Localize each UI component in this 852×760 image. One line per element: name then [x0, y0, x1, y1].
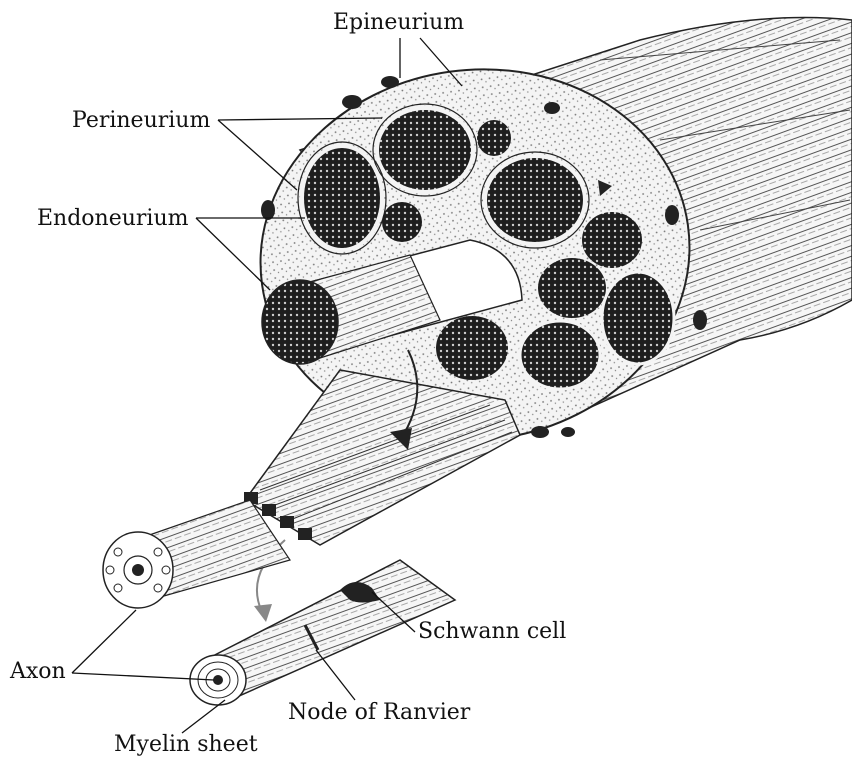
- schwann-cell-label: Schwann cell: [418, 621, 566, 643]
- axon-cross-section: [103, 500, 290, 608]
- axon-leader-1: [72, 610, 136, 673]
- myelin-leader: [182, 700, 225, 733]
- endoneurium-leader-2: [196, 218, 270, 290]
- node-of-ranvier-label: Node of Ranvier: [288, 702, 470, 724]
- axon-label: Axon: [10, 661, 66, 683]
- endoneurium-label: Endoneurium: [37, 208, 189, 230]
- epineurium-label: Epineurium: [333, 12, 464, 34]
- perineurium-label: Perineurium: [72, 110, 210, 132]
- node-leader: [316, 650, 355, 700]
- nerve-fiber-bundle: [244, 370, 520, 545]
- myelin-sheet-label: Myelin sheet: [114, 734, 258, 756]
- myelinated-fiber: [190, 560, 455, 705]
- perineurium-leader-2: [218, 120, 297, 190]
